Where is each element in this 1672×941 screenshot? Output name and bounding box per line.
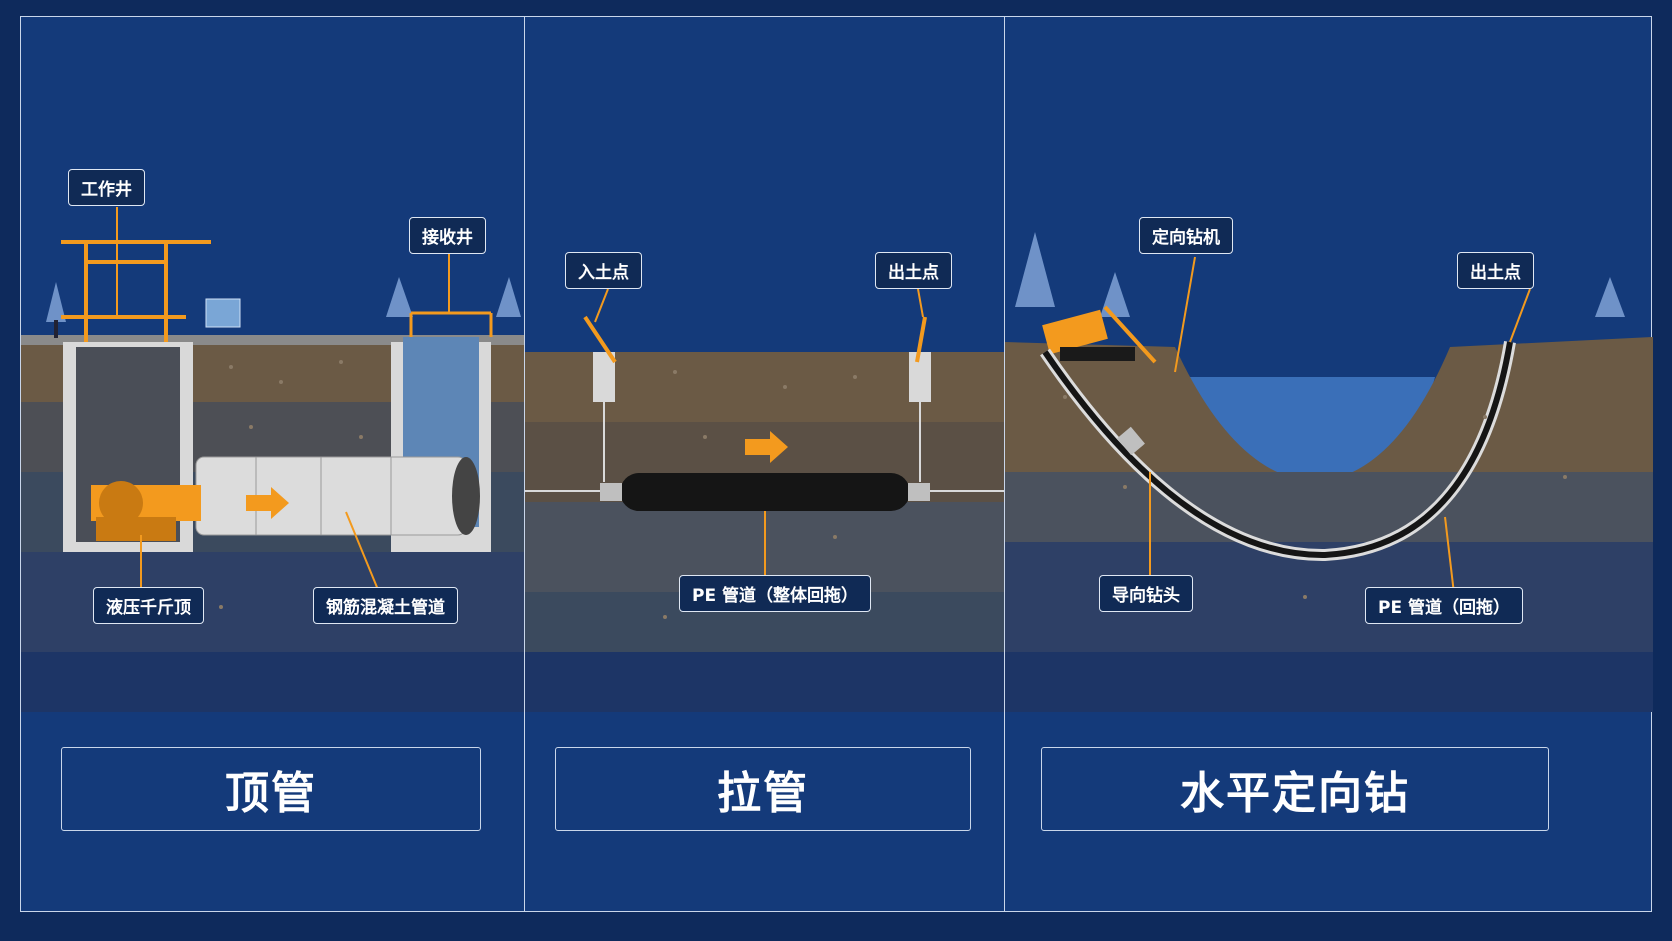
label-guide-bit: 导向钻头 [1099,575,1193,612]
pipe-jacking-illustration [21,207,524,712]
label-concrete-pipe: 钢筋混凝土管道 [313,587,458,624]
label-drill-rig: 定向钻机 [1139,217,1233,254]
label-exit-point-pulling: 出土点 [875,252,952,289]
label-pe-pipe-pullback-hdd: PE 管道（回拖） [1365,587,1523,624]
panel-title-pipe-jacking: 顶管 [61,747,481,831]
label-hydraulic-jack: 液压千斤顶 [93,587,204,624]
label-receiving-shaft: 接收井 [409,217,486,254]
label-entry-point: 入土点 [565,252,642,289]
panel-hdd: 定向钻机 出土点 导向钻头 PE 管道（回拖） 水平定向钻 [1005,17,1653,911]
panel-title-pipe-pulling: 拉管 [555,747,971,831]
label-work-shaft: 工作井 [68,169,145,206]
panel-title-hdd: 水平定向钻 [1041,747,1549,831]
label-exit-point-hdd: 出土点 [1457,252,1534,289]
panel-pipe-pulling: 入土点 出土点 PE 管道（整体回拖） 拉管 [525,17,1005,911]
label-pe-pipe-pullback: PE 管道（整体回拖） [679,575,871,612]
diagram-frame: 工作井 接收井 液压千斤顶 钢筋混凝土管道 顶管 [20,16,1653,912]
panel-pipe-jacking: 工作井 接收井 液压千斤顶 钢筋混凝土管道 顶管 [21,17,525,911]
